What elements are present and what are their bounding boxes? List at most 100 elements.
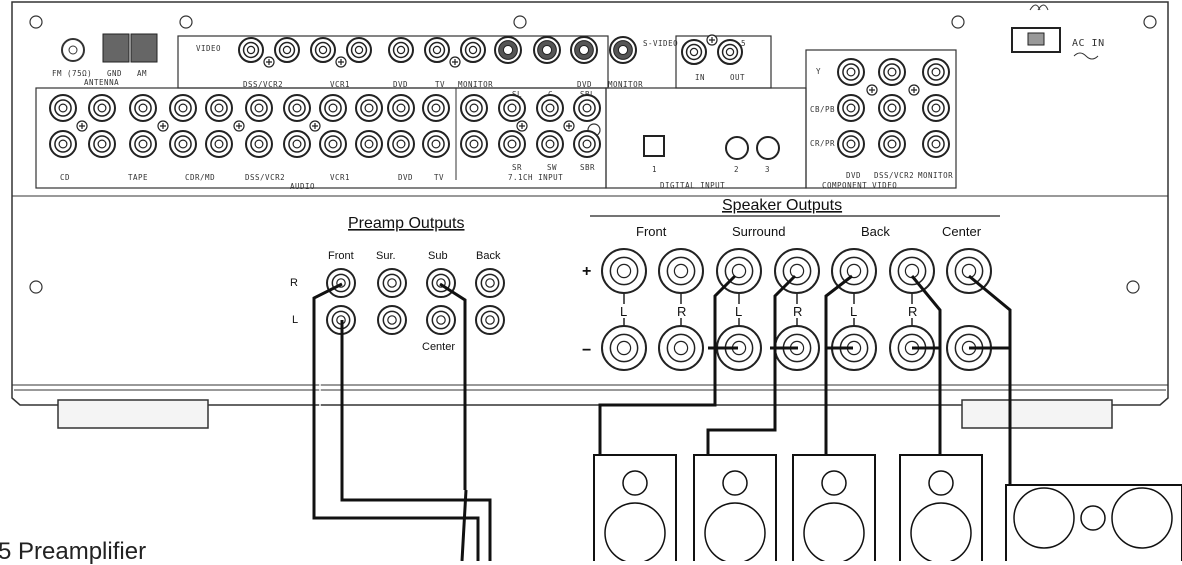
video-rca-jack[interactable]	[346, 37, 372, 63]
channel-mark: R	[677, 304, 686, 319]
rc5-jack[interactable]	[681, 39, 707, 65]
component-jack[interactable]	[837, 58, 865, 86]
preamp-col-sur: Sur.	[376, 250, 396, 262]
s-video-jack[interactable]	[570, 36, 598, 64]
y-label: Y	[816, 67, 821, 76]
component-jack[interactable]	[922, 58, 950, 86]
audio-rca-jack[interactable]	[387, 94, 415, 122]
audio-rca-jack[interactable]	[245, 130, 273, 158]
audio-rca-jack[interactable]	[573, 130, 601, 158]
audio-rca-jack[interactable]	[573, 94, 601, 122]
audio-rca-jack[interactable]	[319, 94, 347, 122]
rc5-jack[interactable]	[717, 39, 743, 65]
preamp-col-sub: Sub	[428, 250, 448, 262]
ac-in-label: AC IN	[1072, 38, 1105, 49]
audio-rca-jack[interactable]	[355, 130, 383, 158]
audio-rca-jack[interactable]	[88, 94, 116, 122]
component-jack[interactable]	[922, 94, 950, 122]
preamp-l-jack[interactable]	[377, 305, 407, 335]
audio-rca-jack[interactable]	[422, 94, 450, 122]
video-rca-jack[interactable]	[310, 37, 336, 63]
component-video-label: COMPONENT VIDEO	[822, 181, 897, 190]
video-rca-jack[interactable]	[238, 37, 264, 63]
am-terminal[interactable]	[130, 33, 158, 63]
dvd-video-label: DVD	[393, 80, 408, 89]
digital-2-label: 2	[734, 165, 739, 174]
audio-rca-jack[interactable]	[169, 130, 197, 158]
chassis-feet	[57, 399, 1113, 429]
preamp-l-jack[interactable]	[426, 305, 456, 335]
component-jack[interactable]	[837, 130, 865, 158]
audio-rca-jack[interactable]	[387, 130, 415, 158]
component-jack[interactable]	[878, 94, 906, 122]
preamp-cables	[312, 282, 492, 561]
audio-rca-jack[interactable]	[88, 130, 116, 158]
video-rca-jack[interactable]	[460, 37, 486, 63]
preamp-center-label: Center	[422, 341, 455, 353]
digital-1-label: 1	[652, 165, 657, 174]
binding-post-positive[interactable]	[889, 248, 935, 294]
binding-post-positive[interactable]	[946, 248, 992, 294]
audio-rca-jack[interactable]	[205, 130, 233, 158]
component-jack[interactable]	[878, 58, 906, 86]
preamp-r-jack[interactable]	[377, 268, 407, 298]
preamp-col-back: Back	[476, 250, 501, 262]
ch71-label: 7.1CH INPUT	[508, 173, 563, 182]
binding-post-negative[interactable]	[601, 325, 647, 371]
panel-screw	[263, 56, 275, 68]
rc5-in-label: IN	[695, 73, 705, 82]
audio-rca-jack[interactable]	[536, 130, 564, 158]
video-rca-jack[interactable]	[388, 37, 414, 63]
binding-post-positive[interactable]	[658, 248, 704, 294]
audio-rca-jack[interactable]	[319, 130, 347, 158]
sbr-label: SBR	[580, 163, 595, 172]
binding-post-positive[interactable]	[601, 248, 647, 294]
preamp-l-jack[interactable]	[475, 305, 505, 335]
audio-rca-jack[interactable]	[460, 130, 488, 158]
sw-label: SW	[547, 163, 557, 172]
speaker-group-back: Back	[861, 224, 890, 239]
audio-rca-jack[interactable]	[355, 94, 383, 122]
component-jack[interactable]	[837, 94, 865, 122]
audio-rca-jack[interactable]	[460, 94, 488, 122]
audio-rca-jack[interactable]	[498, 94, 526, 122]
coax-input-2[interactable]	[725, 136, 749, 160]
s-video-jack[interactable]	[494, 36, 522, 64]
audio-rca-jack[interactable]	[422, 130, 450, 158]
audio-rca-jack[interactable]	[283, 130, 311, 158]
video-rca-jack[interactable]	[424, 37, 450, 63]
coax-input-3[interactable]	[756, 136, 780, 160]
digital-3-label: 3	[765, 165, 770, 174]
channel-mark: L	[735, 304, 742, 319]
optical-input-1[interactable]	[643, 135, 665, 157]
audio-rca-jack[interactable]	[49, 130, 77, 158]
component-jack[interactable]	[878, 130, 906, 158]
binding-post-negative[interactable]	[716, 325, 762, 371]
audio-rca-jack[interactable]	[129, 94, 157, 122]
preamp-r-jack[interactable]	[475, 268, 505, 298]
video-label: VIDEO	[196, 44, 221, 53]
digital-input-panel: 1 2 3 DIGITAL INPUT	[605, 87, 807, 190]
component-jacks	[837, 58, 950, 158]
audio-rca-jack[interactable]	[498, 130, 526, 158]
audio-rca-jack[interactable]	[169, 94, 197, 122]
binding-post-negative[interactable]	[831, 325, 877, 371]
binding-post-negative[interactable]	[658, 325, 704, 371]
s-video-jack[interactable]	[533, 36, 561, 64]
speaker-group-surround: Surround	[732, 224, 785, 239]
audio-rca-jack[interactable]	[536, 94, 564, 122]
video-panel: VIDEO S-VIDEO RC-5 DSS/VCR2 VCR1 DVD TV …	[177, 34, 772, 89]
gnd-terminal[interactable]	[102, 33, 130, 63]
video-rca-jack[interactable]	[274, 37, 300, 63]
panel-screw	[449, 56, 461, 68]
component-jack[interactable]	[922, 130, 950, 158]
binding-post-positive[interactable]	[774, 248, 820, 294]
audio-rca-jack[interactable]	[283, 94, 311, 122]
audio-rca-jack[interactable]	[49, 94, 77, 122]
fm-label: FM (75Ω)	[52, 69, 92, 78]
s-video-jack[interactable]	[609, 36, 637, 64]
audio-rca-jack[interactable]	[205, 94, 233, 122]
audio-rca-jack[interactable]	[245, 94, 273, 122]
audio-rca-jack[interactable]	[129, 130, 157, 158]
preamp-outputs-title: Preamp Outputs	[348, 215, 465, 232]
